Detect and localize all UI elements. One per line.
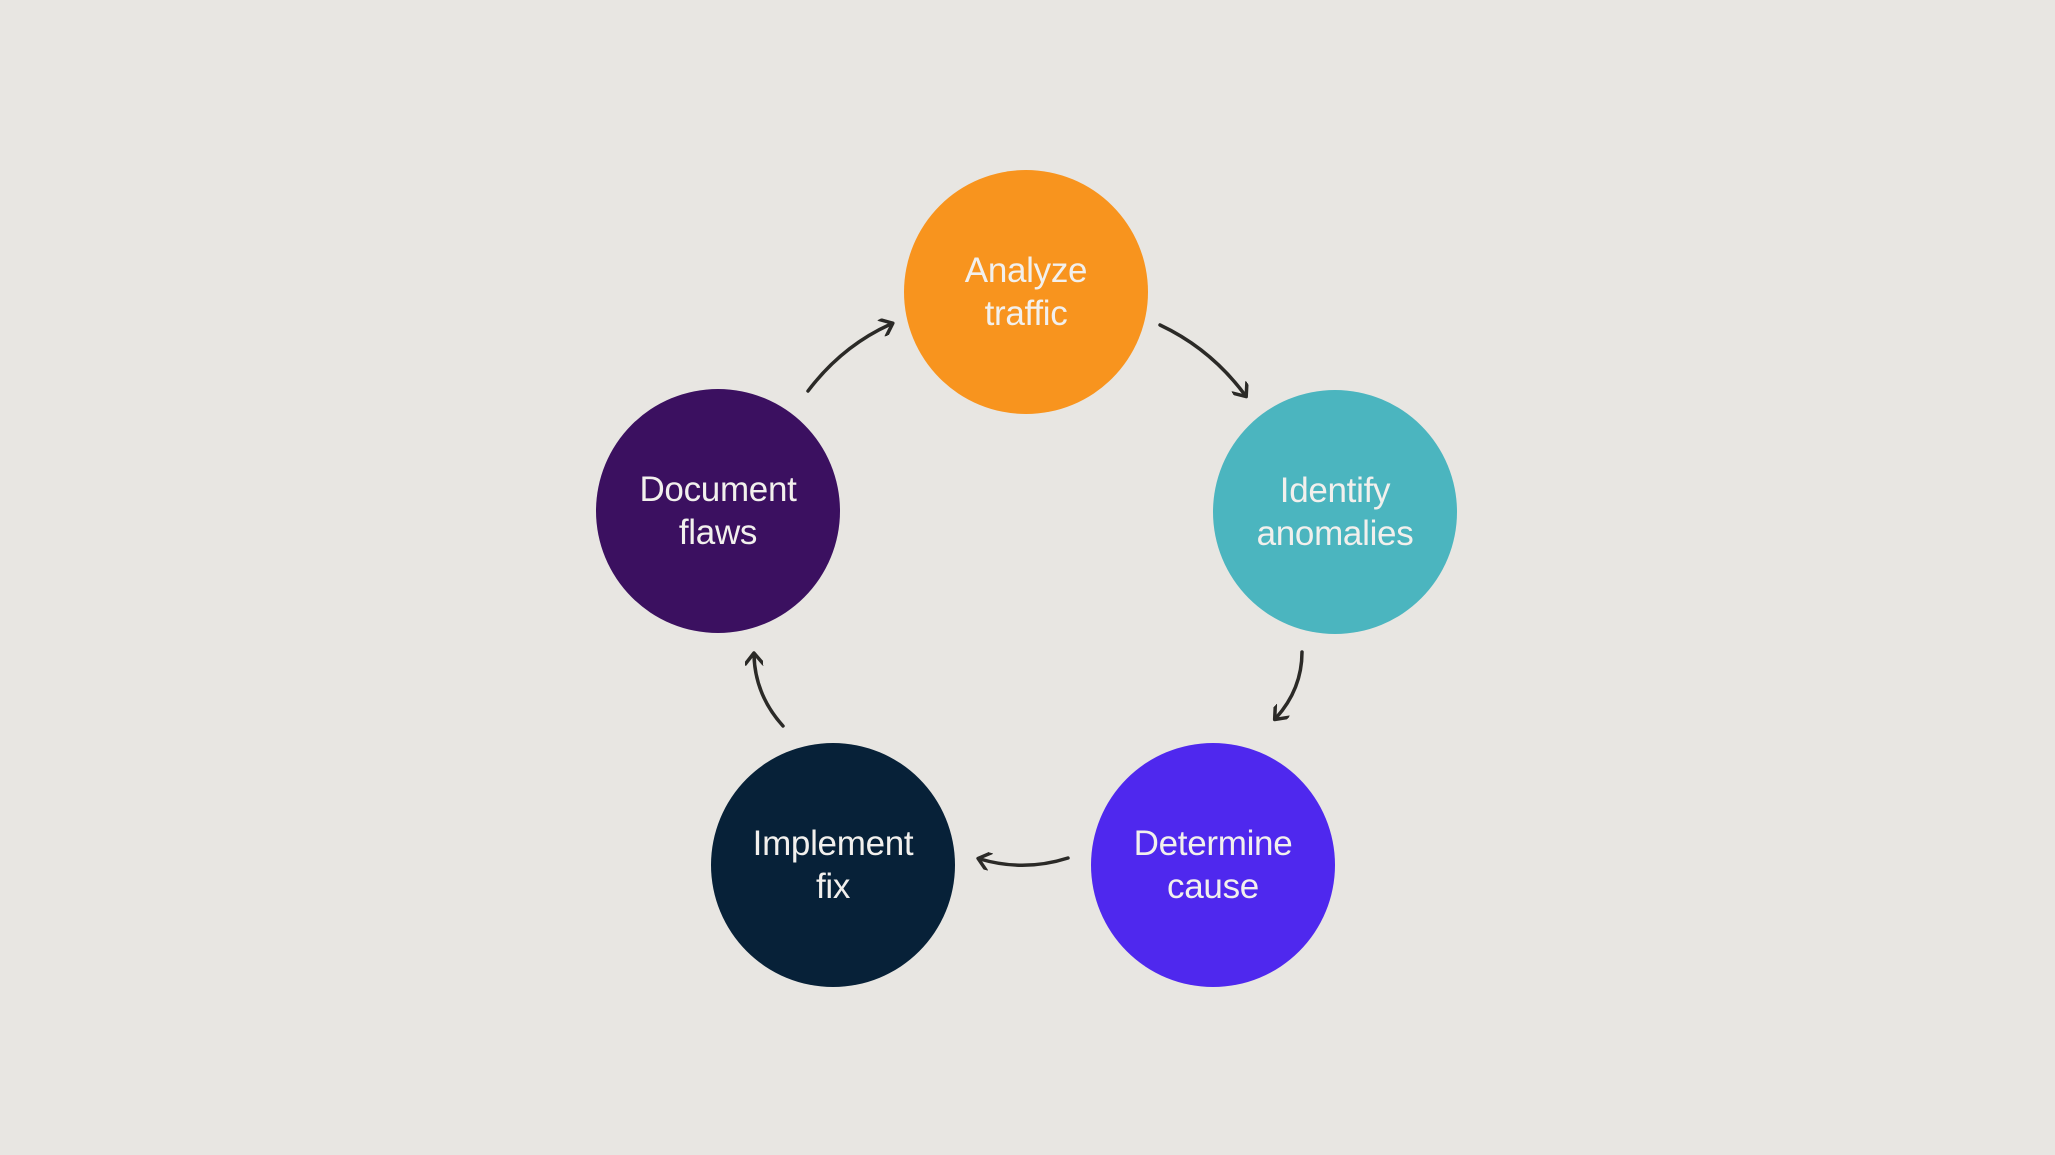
arrow-document-flaws-to-analyze-traffic: [806, 324, 891, 393]
node-label-determine-cause: Determine cause: [1133, 824, 1293, 906]
node-determine-cause: Determine cause: [1091, 743, 1335, 987]
arrow-analyze-traffic-to-identify-anomalies: [1158, 323, 1245, 395]
arrow-implement-fix-to-document-flaws: [754, 655, 785, 728]
node-identify-anomalies: Identify anomalies: [1213, 390, 1457, 634]
node-implement-fix: Implement fix: [711, 743, 955, 987]
node-label-analyze-traffic: Analyze traffic: [964, 251, 1088, 333]
node-document-flaws: Document flaws: [596, 389, 840, 633]
arrow-determine-cause-to-implement-fix: [980, 858, 1070, 865]
node-label-identify-anomalies: Identify anomalies: [1256, 471, 1414, 553]
node-label-document-flaws: Document flaws: [639, 470, 797, 552]
node-label-implement-fix: Implement fix: [752, 824, 914, 906]
arrow-identify-anomalies-to-determine-cause: [1276, 650, 1304, 718]
node-analyze-traffic: Analyze traffic: [904, 170, 1148, 414]
